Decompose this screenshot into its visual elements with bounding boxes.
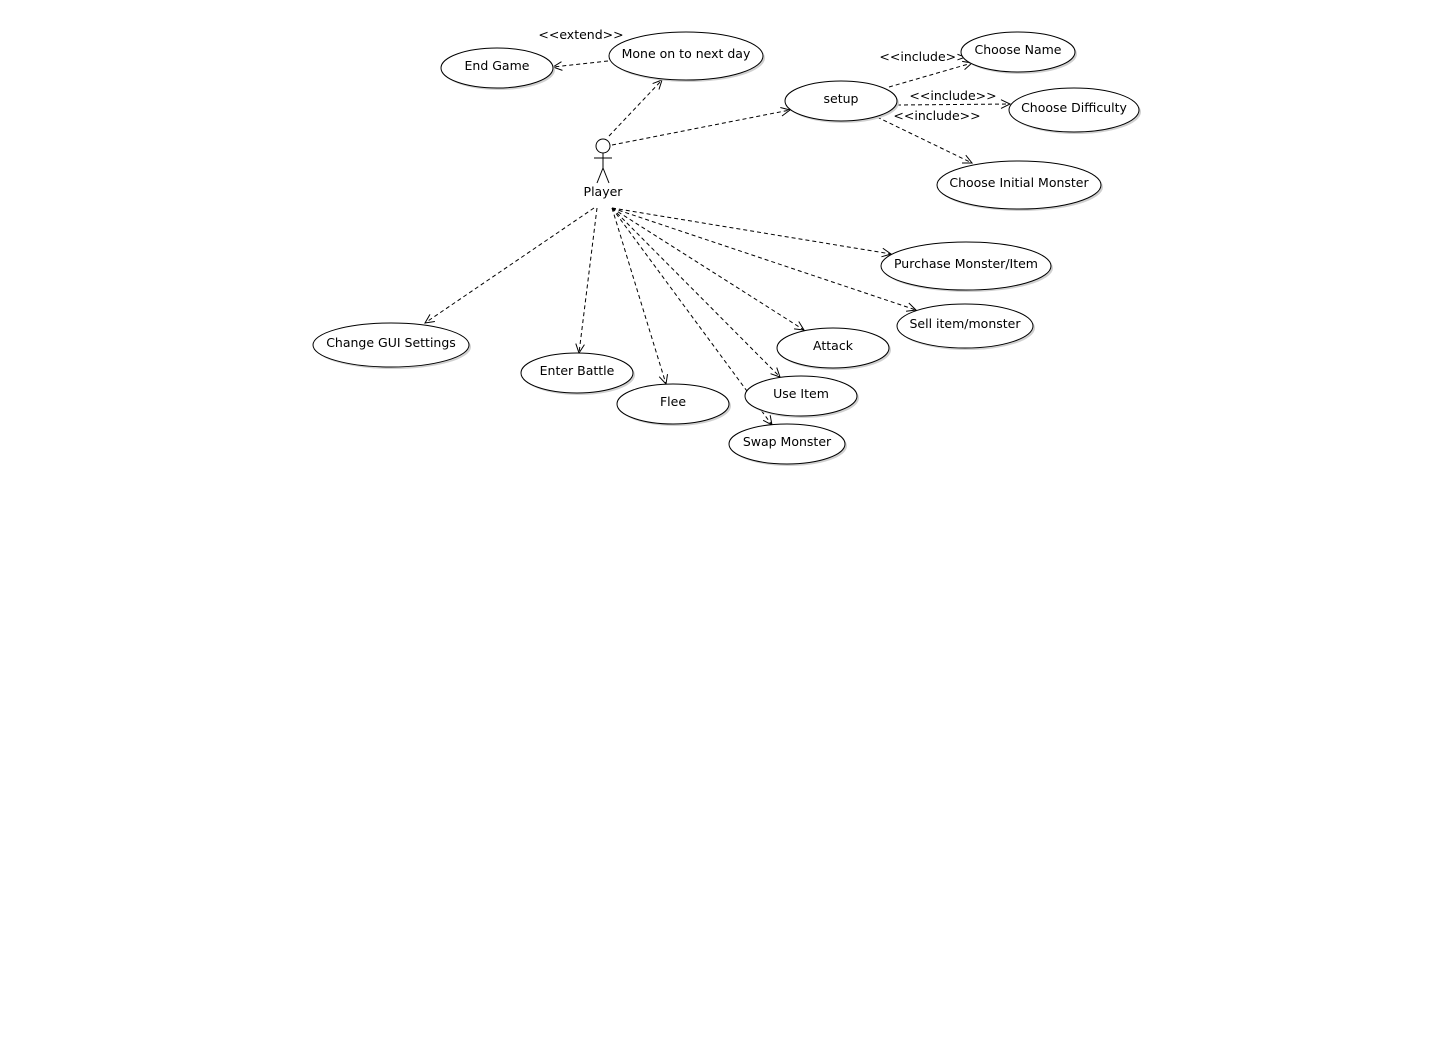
dependency-line xyxy=(608,79,663,137)
dependency-line xyxy=(424,207,595,324)
actor-head xyxy=(595,138,611,154)
dependency-line xyxy=(611,207,773,426)
relations-layer: <<extend>> <<include>> <<include>> <<includ… xyxy=(424,27,1012,426)
use-case-sell[interactable]: Sell item/monster xyxy=(896,303,1035,350)
use-cases-layer: End Game Mone on to next day setup Choose N… xyxy=(312,31,1141,466)
use-case-label: Mone on to next day xyxy=(622,46,751,61)
use-case-ellipse xyxy=(936,160,1102,210)
actor-label: Player xyxy=(584,184,624,199)
use-case-ellipse xyxy=(608,31,764,81)
use-case-ellipse xyxy=(1008,87,1140,133)
actor-right-leg xyxy=(602,167,610,184)
open-arrowhead xyxy=(906,302,918,312)
use-case-label: Choose Difficulty xyxy=(1021,100,1127,115)
use-case-ellipse xyxy=(728,423,846,465)
open-arrowhead xyxy=(794,321,805,331)
dependency-line xyxy=(578,207,598,354)
stereotype-label: <<include>> xyxy=(879,49,966,64)
use-case-end-game[interactable]: End Game xyxy=(440,47,555,90)
dependency-line xyxy=(888,62,973,88)
use-case-use-item[interactable]: Use Item xyxy=(744,375,859,418)
dependency-line xyxy=(611,207,805,331)
use-case-ellipse xyxy=(784,80,898,122)
open-arrowhead xyxy=(424,314,435,324)
stereotype-label: <<include>> xyxy=(893,108,980,123)
use-case-ellipse xyxy=(776,327,890,369)
use-case-label: Attack xyxy=(813,338,854,353)
use-case-ellipse xyxy=(616,383,730,425)
stereotype-label: <<extend>> xyxy=(538,27,623,42)
use-case-label: Choose Initial Monster xyxy=(949,175,1089,190)
relation-setup-to-choose_initial_monster[interactable]: <<include>> xyxy=(876,108,981,164)
use-case-choose-difficulty[interactable]: Choose Difficulty xyxy=(1008,87,1141,134)
use-case-label: Choose Name xyxy=(975,42,1062,57)
use-case-enter-battle[interactable]: Enter Battle xyxy=(520,352,635,395)
actor-left-leg xyxy=(596,167,604,184)
use-case-label: Use Item xyxy=(773,386,829,401)
use-case-ellipse xyxy=(440,47,554,89)
relation-player-to-change_gui[interactable] xyxy=(424,207,595,324)
open-arrowhead xyxy=(1000,99,1012,109)
relation-setup-to-choose_name[interactable]: <<include>> xyxy=(879,49,974,88)
actor-player[interactable]: Player xyxy=(584,138,624,199)
open-arrowhead xyxy=(575,343,585,355)
use-case-swap-monster[interactable]: Swap Monster xyxy=(728,423,847,466)
use-case-setup[interactable]: setup xyxy=(784,80,899,123)
use-case-ellipse xyxy=(520,352,634,394)
use-case-ellipse xyxy=(880,241,1052,291)
relation-setup-to-choose_difficulty[interactable]: <<include>> xyxy=(896,88,1012,109)
relation-player-to-sell[interactable] xyxy=(611,207,918,312)
open-arrowhead xyxy=(881,247,893,258)
dependency-line xyxy=(611,109,791,146)
use-case-label: Swap Monster xyxy=(743,434,832,449)
relation-player-to-purchase[interactable] xyxy=(611,207,893,258)
relation-player-to-attack[interactable] xyxy=(611,207,805,331)
use-case-ellipse xyxy=(896,303,1034,349)
relation-player-to-use_item[interactable] xyxy=(611,207,781,378)
use-case-move-on[interactable]: Mone on to next day xyxy=(608,31,765,82)
use-case-label: Purchase Monster/Item xyxy=(894,256,1038,271)
dependency-line xyxy=(876,116,973,164)
use-case-choose-initial-monster[interactable]: Choose Initial Monster xyxy=(936,160,1103,211)
use-case-label: setup xyxy=(824,91,859,106)
dependency-line xyxy=(611,207,781,378)
dependency-line xyxy=(552,60,609,68)
relation-player-to-setup[interactable] xyxy=(611,106,792,146)
dependency-line xyxy=(611,207,892,255)
use-case-purchase[interactable]: Purchase Monster/Item xyxy=(880,241,1053,292)
use-case-label: Enter Battle xyxy=(540,363,615,378)
use-case-label: Change GUI Settings xyxy=(326,335,456,350)
use-case-change-gui[interactable]: Change GUI Settings xyxy=(312,322,471,369)
use-case-label: Sell item/monster xyxy=(910,316,1022,331)
stereotype-label: <<include>> xyxy=(909,88,996,103)
use-case-ellipse xyxy=(744,375,858,417)
dependency-line xyxy=(896,103,1011,106)
use-case-choose-name[interactable]: Choose Name xyxy=(960,31,1077,74)
relation-player-to-enter_battle[interactable] xyxy=(575,207,598,355)
relation-player-to-move_on[interactable] xyxy=(608,79,663,137)
relation-player-to-flee[interactable] xyxy=(611,207,669,386)
use-case-ellipse xyxy=(312,322,470,368)
open-arrowhead xyxy=(961,154,974,164)
use-case-label: End Game xyxy=(465,58,530,73)
use-case-ellipse xyxy=(960,31,1076,73)
dependency-line xyxy=(611,207,667,385)
use-case-flee[interactable]: Flee xyxy=(616,383,731,426)
dependency-line xyxy=(611,207,917,311)
use-case-attack[interactable]: Attack xyxy=(776,327,891,370)
use-case-label: Flee xyxy=(660,394,686,409)
